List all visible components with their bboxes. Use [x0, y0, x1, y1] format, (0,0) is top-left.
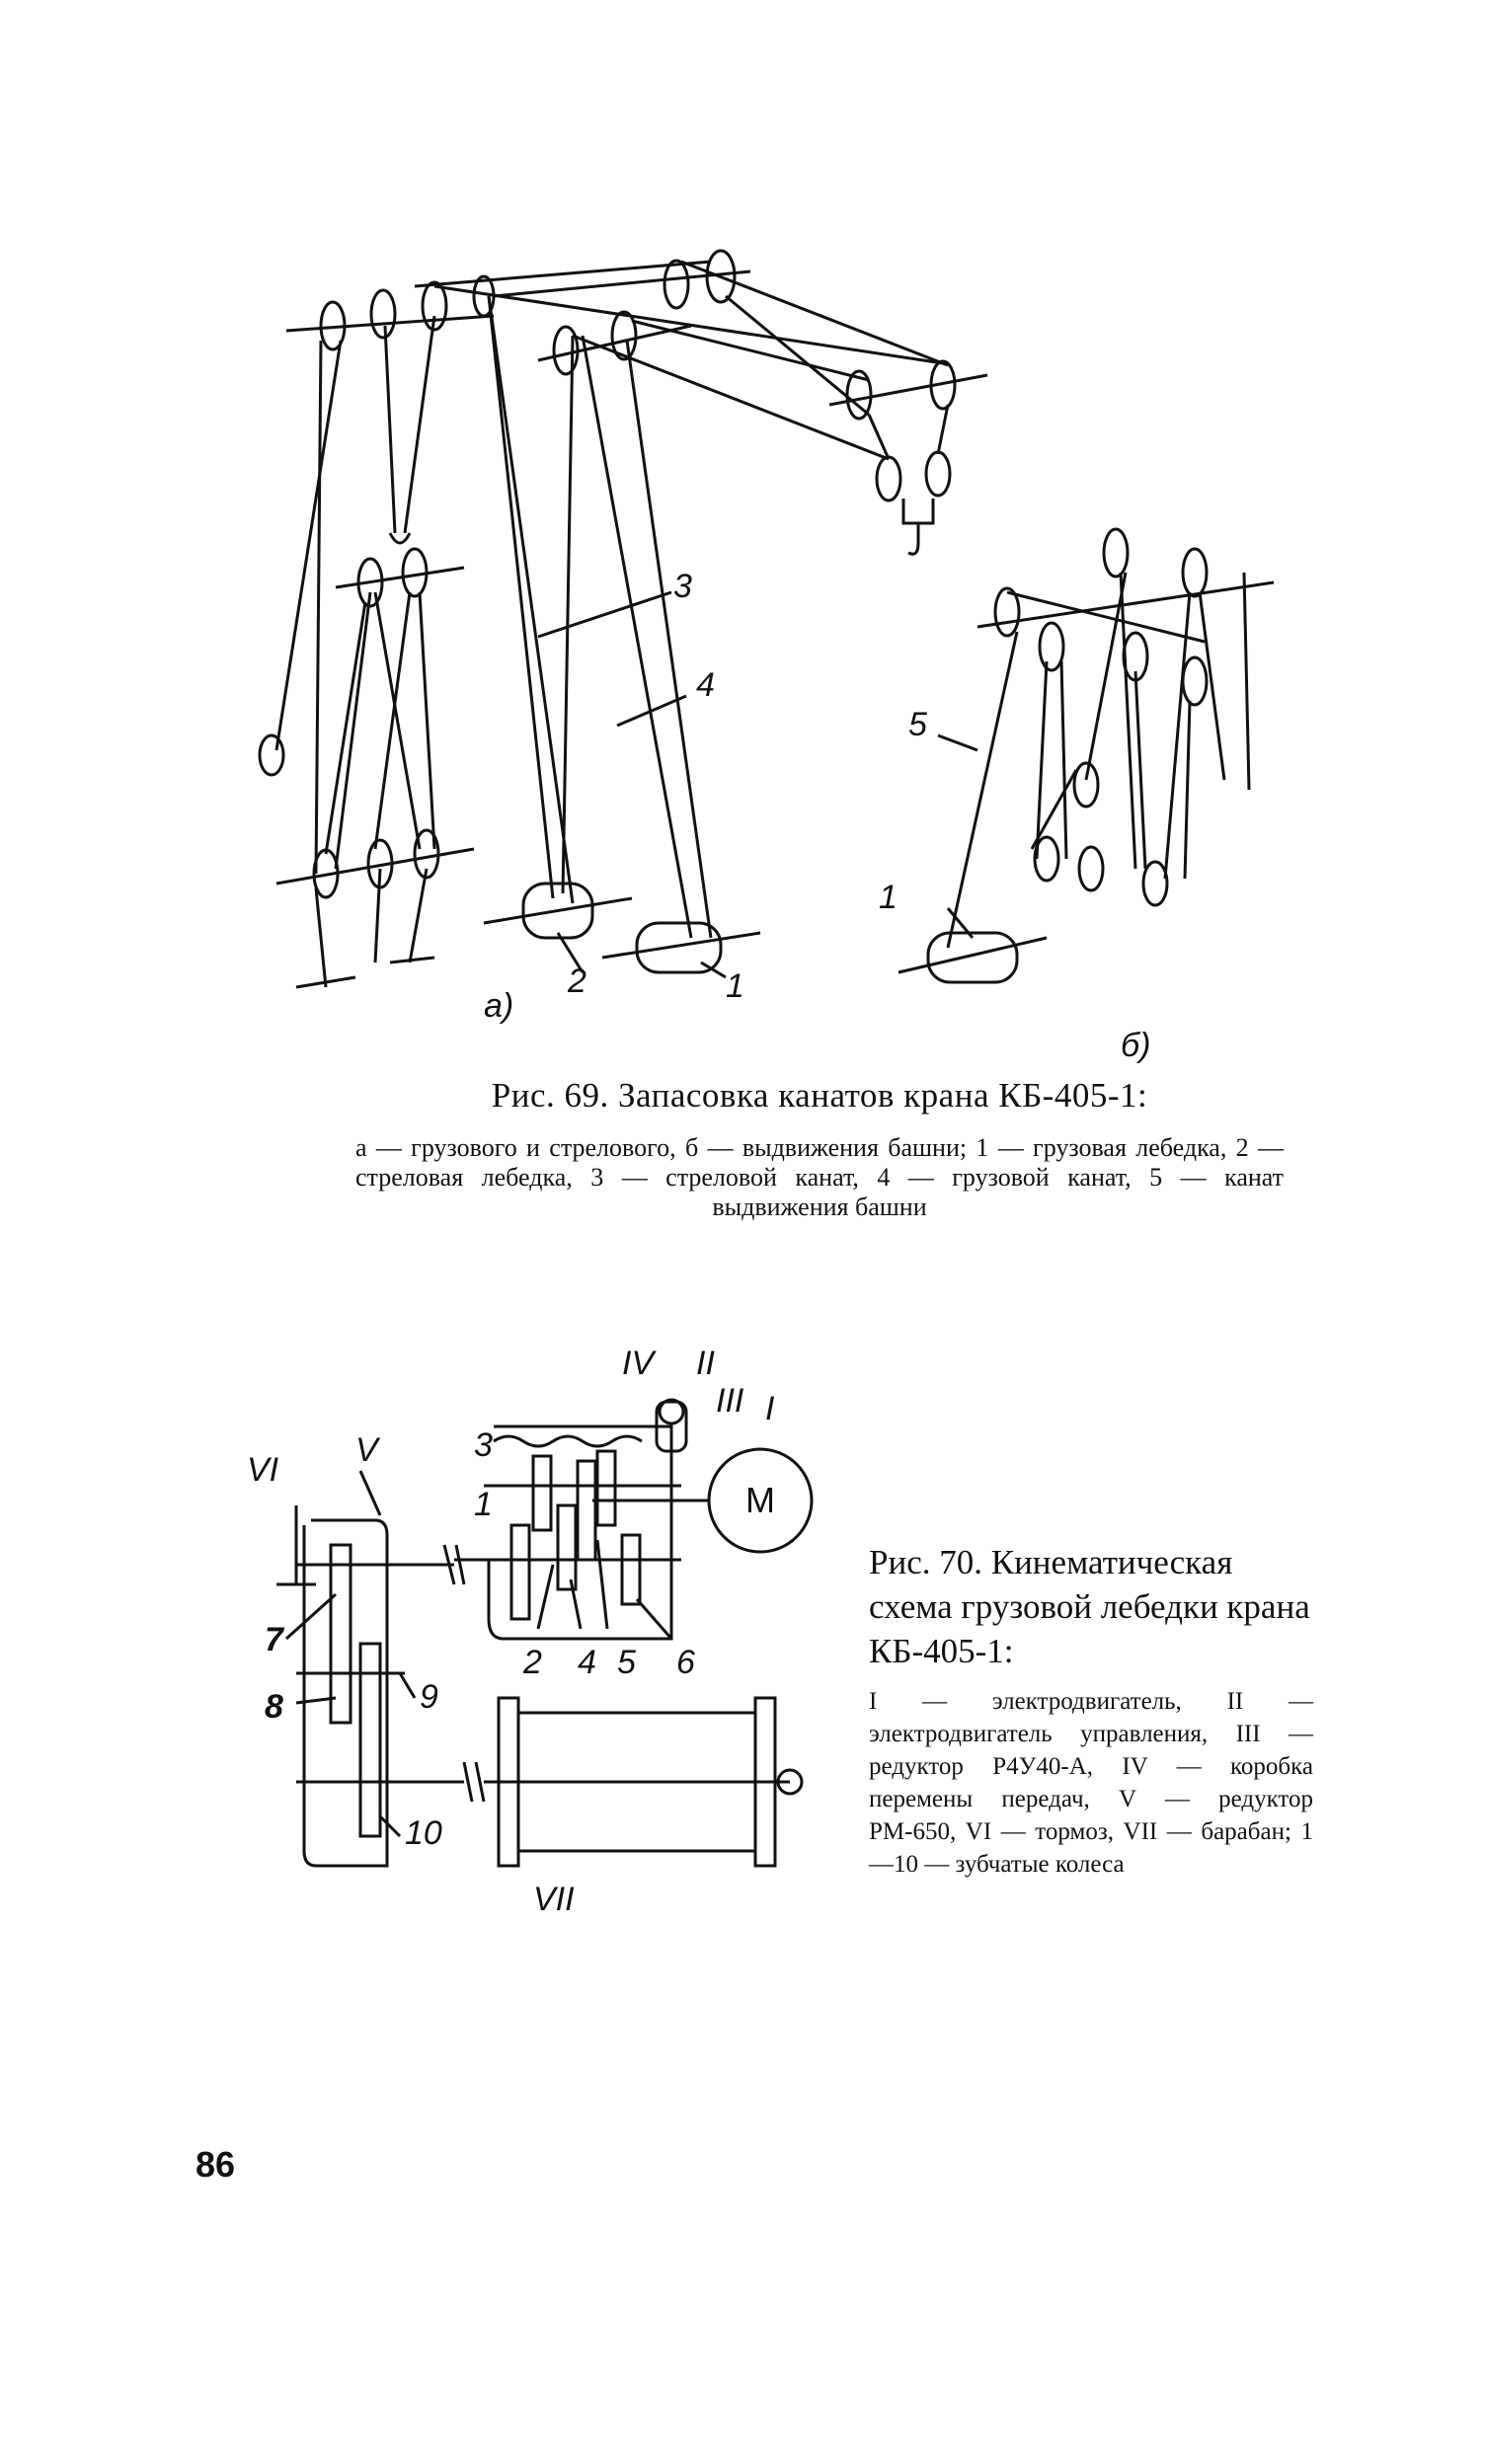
label-part-b: б): [1121, 1027, 1150, 1064]
figure-70-legend: I — электродвигатель, II — электродвигат…: [869, 1688, 1313, 1878]
figure-70-title: Рис. 70. Кинематическая схема грузовой л…: [869, 1543, 1310, 1670]
label-rope-4: 4: [696, 666, 715, 704]
label-roman-V: V: [355, 1431, 381, 1469]
label-gear-4: 4: [578, 1644, 596, 1681]
label-gear-1: 1: [474, 1486, 493, 1523]
label-winch-2: 2: [567, 962, 586, 1000]
label-roman-I: I: [765, 1390, 775, 1427]
figure-70-diagram: M I II III IV V VI VII 1 2 3 4 5 6 7 8 9…: [247, 1345, 814, 1915]
label-roman-VII: VII: [533, 1881, 575, 1915]
label-roman-VI: VI: [247, 1451, 279, 1489]
label-gear-5: 5: [617, 1644, 636, 1681]
figure-70-caption: Рис. 70. Кинематическая схема грузовой л…: [869, 1540, 1313, 1881]
motor-label: M: [745, 1480, 775, 1520]
label-gear-8: 8: [265, 1688, 283, 1726]
figure-69-title: Рис. 69. Запасовка канатов крана КБ-405-…: [491, 1076, 1148, 1115]
label-gear-7: 7: [265, 1621, 285, 1658]
figure-69-caption: Рис. 69. Запасовка канатов крана КБ-405-…: [355, 1076, 1284, 1222]
figure-69-diagram: 3 4 2 1 а) 5 1 б): [258, 249, 1275, 1064]
label-rope-5: 5: [908, 706, 927, 743]
label-rope-3: 3: [673, 568, 692, 605]
figure-69-legend: а — грузового и стрелового, б — выдвижен…: [355, 1133, 1284, 1221]
label-gear-2: 2: [522, 1644, 542, 1681]
label-gear-3: 3: [474, 1426, 493, 1464]
label-gear-6: 6: [676, 1644, 695, 1681]
label-roman-II: II: [696, 1345, 715, 1382]
label-part-a: а): [484, 987, 513, 1025]
label-winch-1-a: 1: [726, 967, 744, 1005]
label-roman-IV: IV: [622, 1345, 657, 1382]
label-winch-1-b: 1: [879, 879, 898, 916]
label-gear-10: 10: [405, 1814, 442, 1852]
label-gear-9: 9: [420, 1678, 438, 1716]
label-roman-III: III: [716, 1382, 744, 1420]
page-number: 86: [195, 2144, 236, 2185]
